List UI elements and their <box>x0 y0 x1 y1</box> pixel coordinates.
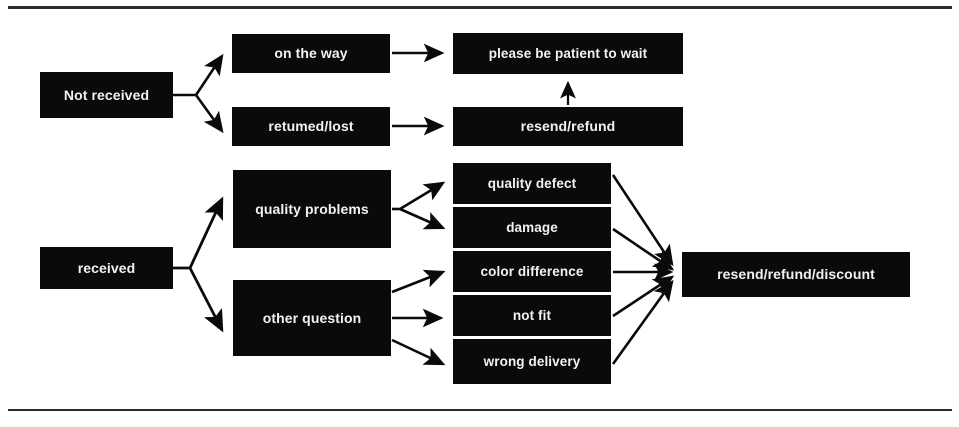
edge-converge-to-result <box>611 174 675 365</box>
node-on-the-way[interactable]: on the way <box>232 34 390 73</box>
node-wrong-delivery[interactable]: wrong delivery <box>453 339 611 384</box>
node-resend-refund-discount[interactable]: resend/refund/discount <box>682 252 910 297</box>
node-resend-refund[interactable]: resend/refund <box>453 107 683 146</box>
node-not-fit[interactable]: not fit <box>453 295 611 336</box>
node-damage[interactable]: damage <box>453 207 611 248</box>
node-quality-problems[interactable]: quality problems <box>233 170 391 248</box>
node-please-be-patient-to-wait[interactable]: please be patient to wait <box>453 33 683 74</box>
bottom-divider-rule <box>8 409 952 411</box>
top-divider-rule <box>8 6 952 9</box>
node-not-received[interactable]: Not received <box>40 72 173 118</box>
edge-received-branch <box>173 196 224 333</box>
node-other-question[interactable]: other question <box>233 280 391 356</box>
edge-not-received-branch <box>173 53 224 134</box>
node-color-difference[interactable]: color difference <box>453 251 611 292</box>
node-quality-defect[interactable]: quality defect <box>453 163 611 204</box>
node-received[interactable]: received <box>40 247 173 289</box>
edge-quality-problems-branch <box>392 181 446 230</box>
node-returned-lost[interactable]: retumed/lost <box>232 107 390 146</box>
edge-other-question-branch <box>391 269 446 366</box>
